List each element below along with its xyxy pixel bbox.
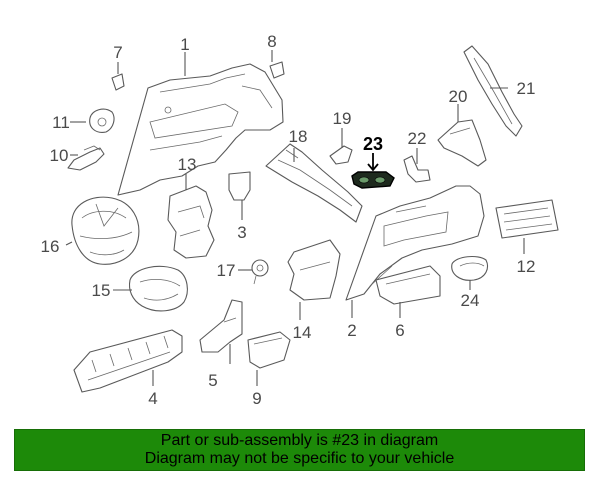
callout-4: 4 <box>148 389 157 408</box>
callout-5: 5 <box>208 371 217 390</box>
leader-lines <box>65 50 525 386</box>
callout-15: 15 <box>92 281 111 300</box>
callout-3: 3 <box>237 223 246 242</box>
part-20-pillar-trim <box>437 119 487 167</box>
part-6-panel <box>375 265 441 305</box>
notice-banner: Part or sub-assembly is #23 in diagram D… <box>14 429 585 471</box>
part-7-clip <box>111 73 125 91</box>
callout-9: 9 <box>252 389 261 408</box>
part-2-quarter-trim-panel <box>345 185 485 301</box>
part-15-cover <box>128 265 188 312</box>
part-9-tray <box>247 331 291 369</box>
part-11-cup-holder <box>89 108 115 133</box>
callout-10: 10 <box>50 146 69 165</box>
callout-19: 19 <box>333 109 352 128</box>
part-8-clip <box>269 61 285 79</box>
callout-numbers: 1 2 3 4 5 6 7 8 9 10 11 12 13 14 15 16 1… <box>41 32 536 408</box>
part-12-window-glass <box>495 199 559 239</box>
callout-8: 8 <box>267 32 276 51</box>
part-24-cover <box>451 255 489 281</box>
part-10-bracket <box>67 145 105 171</box>
callout-6: 6 <box>395 321 404 340</box>
part-3-cover <box>228 171 251 201</box>
callout-12: 12 <box>517 257 536 276</box>
callout-24: 24 <box>461 291 480 310</box>
part-17-knob <box>251 259 269 285</box>
callout-21: 21 <box>517 79 536 98</box>
callout-20: 20 <box>449 87 468 106</box>
callout-23-highlighted: 23 <box>363 134 383 154</box>
part-21-pillar-trim <box>463 45 523 137</box>
notice-line-part-number: Part or sub-assembly is #23 in diagram <box>160 432 439 449</box>
callout-1: 1 <box>180 35 189 54</box>
callout-17: 17 <box>217 261 236 280</box>
part-18-rail <box>265 143 363 223</box>
part-4-sill-panel <box>73 329 183 393</box>
exploded-parts-diagram: 1 2 3 4 5 6 7 8 9 10 11 12 13 14 15 16 1… <box>41 32 559 408</box>
part-5-bracket <box>199 299 243 353</box>
part-22-bracket <box>403 155 431 183</box>
part-14-panel <box>287 239 341 301</box>
callout-11: 11 <box>52 113 70 132</box>
part-1-quarter-trim-panel <box>117 63 284 196</box>
part-23-cup-holder <box>351 171 395 189</box>
callout-13: 13 <box>178 155 197 174</box>
callout-18: 18 <box>289 127 308 146</box>
callout-16: 16 <box>41 237 60 256</box>
part-13-panel <box>167 185 215 259</box>
callout-22: 22 <box>408 129 427 148</box>
notice-line-disclaimer: Diagram may not be specific to your vehi… <box>144 450 455 467</box>
callout-7: 7 <box>113 43 122 62</box>
callout-14: 14 <box>293 323 312 342</box>
part-16-spare-tire-cover <box>71 196 140 265</box>
callout-2: 2 <box>347 321 356 340</box>
part-19-clip <box>329 145 353 165</box>
